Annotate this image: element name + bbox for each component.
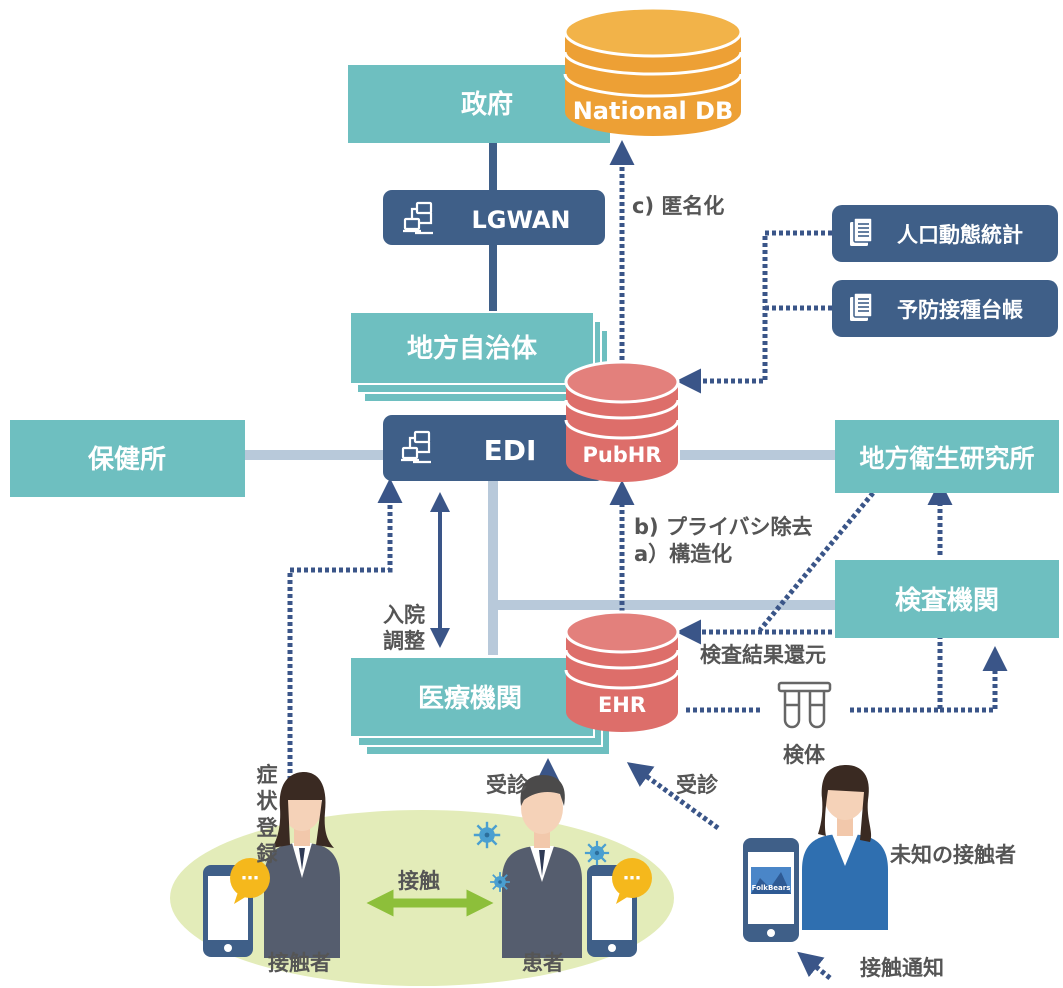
contact-person-label: 接触者	[268, 951, 331, 975]
folkbears-app-label: FolkBears	[752, 884, 791, 892]
solid-connectors	[245, 450, 838, 655]
privacy-removal-label: b) プライバシ除去	[634, 515, 813, 539]
patient-figure	[502, 775, 582, 958]
vital-stats-label: 人口動態統計	[897, 223, 1023, 247]
chat-bubble-dots-2: ⋯	[623, 868, 641, 889]
inspection-org-label: 検査機関	[895, 586, 999, 616]
edi-label: EDI	[484, 434, 537, 467]
patient-label: 患者	[522, 951, 564, 975]
lgwan-node: LGWAN	[383, 190, 605, 245]
vaccination-ledger-node: 予防接種台帳	[832, 280, 1058, 337]
vital-stats-node: 人口動態統計	[832, 205, 1058, 262]
consultation-label-1: 受診	[486, 773, 528, 797]
unknown-contact-label: 未知の接触者	[890, 843, 1016, 867]
vaccination-ledger-label: 予防接種台帳	[897, 298, 1023, 322]
consultation-label-2: 受診	[676, 773, 718, 797]
research-institute-label: 地方衛生研究所	[859, 444, 1034, 473]
specimen-label: 検体	[783, 743, 825, 767]
unknown-contact-figure	[802, 765, 888, 930]
result-return-label: 検査結果還元	[700, 643, 826, 667]
national-db: National DB	[563, 6, 743, 136]
edi-node: EDI	[383, 415, 605, 481]
ehr-label: EHR	[598, 693, 646, 717]
lgwan-label: LGWAN	[471, 206, 570, 234]
government-label: 政府	[461, 89, 513, 120]
local-gov-label: 地方自治体	[407, 333, 538, 364]
specimen-icon	[777, 681, 832, 729]
inspection-org-node: 検査機関	[835, 560, 1059, 638]
medical-institution-label: 医療機関	[418, 684, 522, 714]
contact-person-figure	[264, 772, 340, 958]
patient-phone: ⋯	[587, 858, 652, 957]
pubhr-label: PubHR	[582, 443, 661, 467]
hospitalization-label: 入院調整	[383, 603, 425, 654]
contact-notification-label: 接触通知	[860, 956, 944, 980]
symptom-registration-label: 症状登録	[256, 763, 278, 866]
anonymize-label: c) 匿名化	[632, 194, 725, 218]
chat-bubble-dots-1: ⋯	[241, 868, 259, 889]
ehr-db: EHR	[564, 610, 680, 732]
local-gov-node: 地方自治体	[349, 311, 609, 403]
national-db-label: National DB	[573, 97, 734, 125]
health-center-node: 保健所	[10, 420, 245, 497]
unknown-contact-phone: FolkBears	[743, 838, 799, 942]
pubhr-db: PubHR	[564, 360, 680, 482]
contact-label: 接触	[398, 869, 440, 893]
contact-phone: ⋯	[203, 858, 270, 957]
structuring-label: a）構造化	[634, 542, 733, 566]
health-center-label: 保健所	[87, 445, 166, 475]
research-institute-node: 地方衛生研究所	[835, 420, 1059, 493]
